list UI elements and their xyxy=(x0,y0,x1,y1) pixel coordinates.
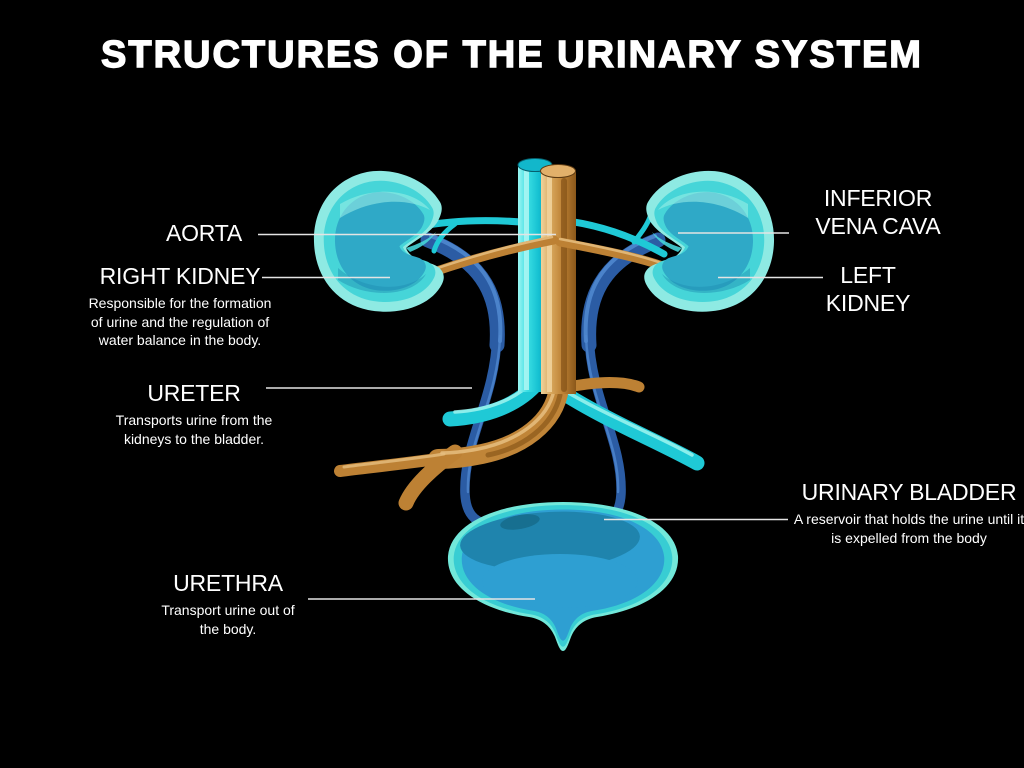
right-kidney-label: RIGHT KIDNEY xyxy=(99,263,261,289)
right-kidney-description: Responsible for the formation of urine a… xyxy=(88,295,272,348)
right-kidney-shape xyxy=(313,170,444,312)
urinary-bladder-description: A reservoir that holds the urine until i… xyxy=(793,511,1024,546)
ureter-label: URETER xyxy=(147,380,241,406)
label-ureter: URETER Transports urine from the kidneys… xyxy=(107,379,282,448)
left-kidney-label: LEFT KIDNEY xyxy=(825,262,911,316)
urethra-label: URETHRA xyxy=(173,570,283,596)
label-urethra: URETHRA Transport urine out of the body. xyxy=(151,569,306,638)
label-right-kidney: RIGHT KIDNEY Responsible for the formati… xyxy=(88,262,273,350)
urethra-description: Transport urine out of the body. xyxy=(161,602,295,637)
urinary-bladder-label: URINARY BLADDER xyxy=(801,479,1017,505)
urinary-bladder-shape xyxy=(447,502,679,651)
label-inferior-vena-cava: INFERIOR VENA CAVA xyxy=(798,184,958,240)
label-urinary-bladder: URINARY BLADDER A reservoir that holds t… xyxy=(793,478,1024,547)
label-aorta: AORTA xyxy=(166,219,242,247)
aorta-vessel xyxy=(334,164,645,511)
left-kidney-shape xyxy=(644,170,775,312)
label-left-kidney: LEFT KIDNEY xyxy=(813,261,923,317)
aorta-label: AORTA xyxy=(165,220,243,246)
inferior-vena-cava-label: INFERIOR VENA CAVA xyxy=(815,185,941,239)
page-title: STRUCTURES OF THE URINARY SYSTEM xyxy=(100,33,923,76)
leader-lines xyxy=(258,232,823,600)
ureter-description: Transports urine from the kidneys to the… xyxy=(115,412,273,447)
